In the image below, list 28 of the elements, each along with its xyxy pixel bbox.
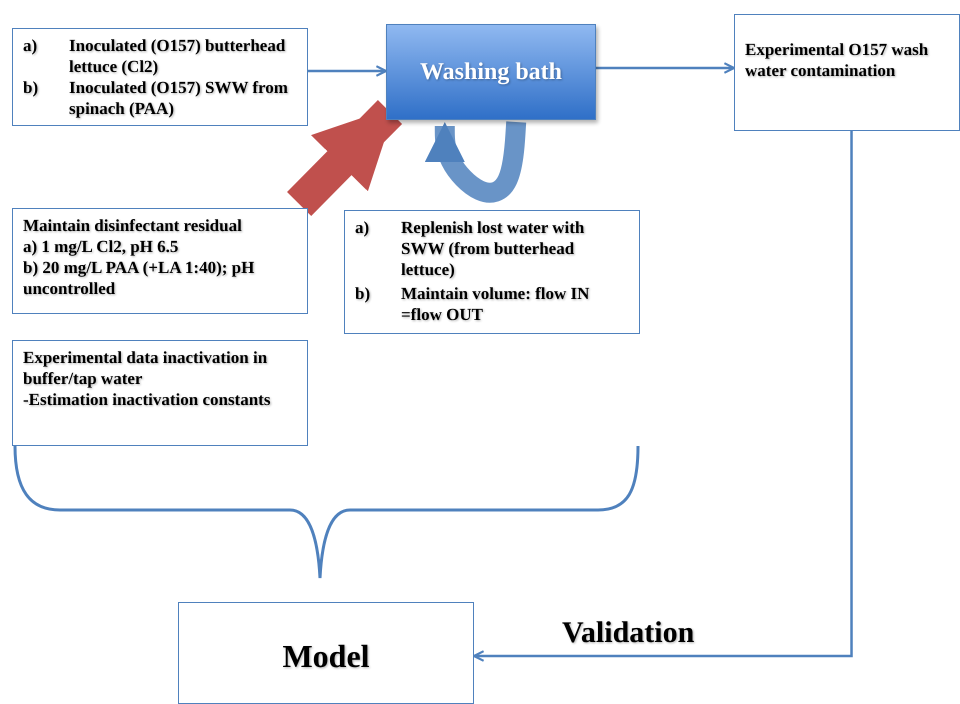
list-marker: a) [355, 217, 370, 239]
node-text: -Estimation inactivation constants [23, 389, 272, 410]
text-box [12, 208, 308, 314]
block-arrow [287, 100, 402, 216]
list-marker: b) [355, 282, 372, 304]
block-arrow [424, 121, 526, 203]
node-text: a) 1 mg/L Cl2, pH 6.5 [23, 236, 180, 257]
node-text: Maintain volume: flow IN =flow OUT [401, 282, 590, 326]
node-text: Replenish lost water with SWW (from butterhead lettuce) [401, 217, 586, 281]
node-text: Maintain disinfectant residual [23, 215, 243, 236]
node-text: Inoculated (O157) butterhead lettuce (Cl2) [69, 35, 286, 77]
model-box [178, 602, 474, 704]
arrow [596, 62, 736, 74]
node-text: Experimental data inactivation in buffer/tap water [23, 347, 268, 389]
arrow [472, 131, 853, 662]
text-box [734, 14, 960, 131]
list-marker: a) [23, 35, 38, 57]
text-box [12, 28, 308, 126]
text-box [344, 210, 640, 334]
node-text: Experimental O157 wash water contamination [745, 39, 930, 81]
node-text: Inoculated (O157) SWW from spinach (PAA) [69, 77, 289, 119]
node-text: Model [282, 637, 370, 675]
list-marker: b) [23, 77, 40, 99]
node-text: b) 20 mg/L PAA (+LA 1:40); pH uncontrolled [23, 257, 256, 299]
text-box [12, 340, 308, 446]
node-text: Washing bath [420, 62, 562, 82]
arrow [308, 65, 388, 77]
process-box [386, 24, 596, 120]
